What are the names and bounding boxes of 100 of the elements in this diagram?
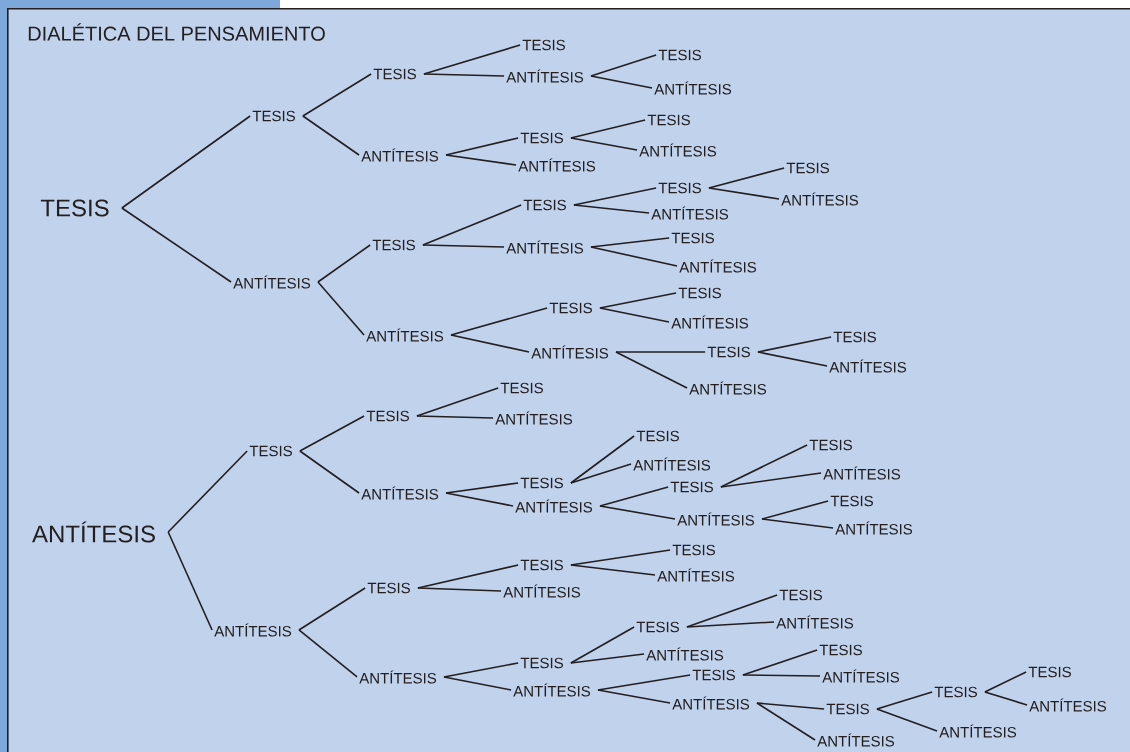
term-label: TESIS [934,686,977,698]
branch-line [416,415,494,419]
term-label: ANTÍTESIS [233,275,311,289]
term-label: TESIS [520,657,563,669]
branch-line [417,587,502,592]
branch-line [317,281,365,336]
term-label: TESIS [636,430,679,442]
term-label: TESIS [367,582,410,594]
term-label: ANTÍTESIS [506,240,584,254]
branch-line [686,594,778,628]
branch-line [708,187,780,200]
term-label: TESIS [819,644,862,656]
branch-line [597,689,671,704]
term-label: TESIS [786,162,829,174]
branch-line [984,671,1027,693]
term-label: ANTÍTESIS [495,411,573,425]
branch-line [570,653,645,664]
term-label: ANTÍTESIS [518,158,596,172]
branch-line [422,244,505,248]
term-label: ANTÍTESIS [366,328,444,342]
branch-line [756,702,816,741]
branch-line [720,444,808,488]
term-label: ANTÍTESIS [214,623,292,637]
term-label: ANTÍTESIS [515,499,593,513]
term-label: TESIS [549,302,592,314]
branch-line [757,336,832,353]
term-label: ANTÍTESIS [822,669,900,683]
branch-line [756,702,825,710]
root-term: TESIS [40,199,109,217]
term-label: TESIS [670,481,713,493]
term-label: TESIS [779,589,822,601]
root-term: ANTÍTESIS [32,521,155,543]
branch-line [590,246,678,267]
term-label: ANTÍTESIS [776,615,854,629]
term-label: TESIS [366,410,409,422]
branch-line [720,472,822,488]
term-label: TESIS [833,331,876,343]
term-label: ANTÍTESIS [654,81,732,95]
branch-line [445,137,519,156]
term-label: ANTÍTESIS [679,259,757,273]
term-label: ANTÍTESIS [1029,698,1107,712]
term-label: ANTÍTESIS [677,512,755,526]
term-label: TESIS [500,382,543,394]
term-label: TESIS [372,239,415,251]
branch-line [299,415,365,452]
branch-line [742,649,818,676]
term-label: ANTÍTESIS [361,148,439,162]
branch-line [590,237,670,248]
branch-line [450,307,548,336]
term-label: ANTÍTESIS [503,584,581,598]
branch-line [876,708,938,732]
branch-line [876,691,933,710]
branch-line [416,387,499,417]
branch-line [302,115,360,156]
term-label: TESIS [692,669,735,681]
term-label: TESIS [252,110,295,122]
branch-line [686,621,775,628]
term-label: TESIS [672,544,715,556]
term-label: TESIS [522,39,565,51]
branch-line [302,73,372,117]
term-label: TESIS [658,49,701,61]
term-label: ANTÍTESIS [657,568,735,582]
term-label: TESIS [249,445,292,457]
term-label: TESIS [678,287,721,299]
branch-line [121,115,251,209]
term-label: ANTÍTESIS [359,670,437,684]
branch-line [298,629,358,678]
term-label: ANTÍTESIS [633,457,711,471]
branch-line [590,75,653,89]
term-label: TESIS [671,232,714,244]
term-label: ANTÍTESIS [646,647,724,661]
branch-line [570,626,635,664]
term-label: ANTÍTESIS [817,733,895,747]
term-label: TESIS [520,559,563,571]
branch-line [167,450,248,533]
term-label: TESIS [830,495,873,507]
term-label: ANTÍTESIS [531,345,609,359]
branch-line [167,531,213,631]
term-label: TESIS [647,114,690,126]
branch-line [423,73,505,77]
branch-line [599,486,669,507]
term-label: ANTÍTESIS [361,486,439,500]
term-label: TESIS [520,477,563,489]
branch-line [615,351,706,353]
branch-line [590,54,657,77]
branch-line [570,564,656,576]
term-label: ANTÍTESIS [651,206,729,220]
term-label: ANTÍTESIS [506,69,584,83]
term-label: ANTÍTESIS [781,192,859,206]
branch-line [443,662,519,678]
term-label: TESIS [523,199,566,211]
branch-line [599,307,670,323]
branch-line [445,492,514,507]
branch-line [570,435,635,484]
branch-line [570,463,632,484]
term-label: TESIS [520,132,563,144]
term-label: ANTÍTESIS [672,696,750,710]
branch-line [445,154,517,166]
branch-line [599,505,676,520]
branch-line [443,676,512,691]
